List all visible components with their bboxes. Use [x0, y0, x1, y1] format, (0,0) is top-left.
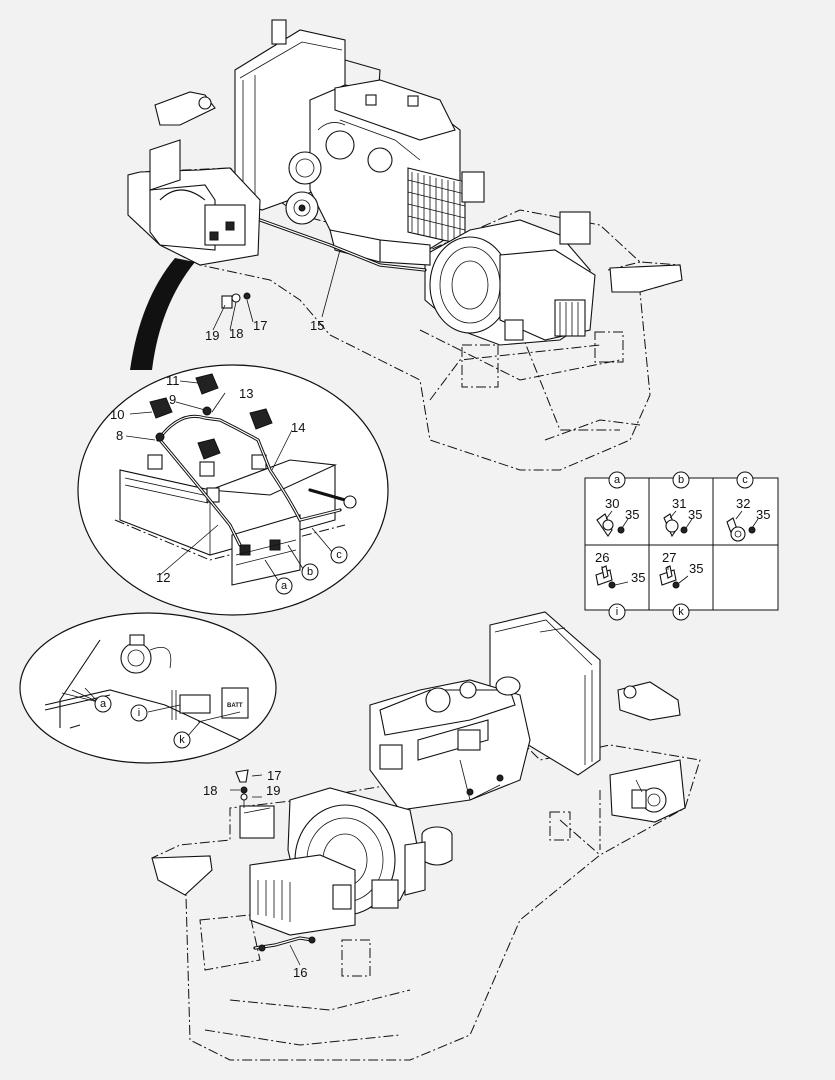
table-nut-a: 35 — [625, 507, 639, 522]
table-nut-k: 35 — [689, 561, 703, 576]
table-header-b: b — [678, 474, 684, 486]
table-part-31: 31 — [672, 496, 686, 511]
detail-letter-a2: a — [100, 698, 107, 710]
table-header-a: a — [614, 474, 621, 486]
callout-9: 9 — [169, 392, 176, 407]
table-part-26: 26 — [595, 550, 609, 565]
callout-19-bottom: 19 — [266, 783, 280, 798]
oil-cooler-grille — [407, 167, 466, 246]
detail-pointer — [130, 258, 195, 370]
table-part-30: 30 — [605, 496, 619, 511]
detail-letter-c1: c — [336, 549, 342, 561]
table-part-27: 27 — [662, 550, 676, 565]
clamp-cell-c: 32 35 — [726, 496, 770, 542]
callout-11: 11 — [166, 373, 180, 388]
table-nut-i: 35 — [631, 570, 645, 585]
callout-13: 13 — [239, 386, 253, 401]
batt-label: BATT — [227, 703, 243, 709]
clamp-cell-k: 27 35 — [659, 550, 703, 589]
table-footer-i: i — [616, 606, 618, 618]
detail-letter-i2: i — [138, 707, 140, 719]
lower-machine-assembly — [151, 611, 701, 1061]
table-nut-c: 35 — [756, 507, 770, 522]
callout-10: 10 — [110, 407, 124, 422]
callout-labels: 11 9 13 10 8 14 12 15 19 18 17 17 18 19 … — [110, 318, 324, 980]
callout-17-top: 17 — [253, 318, 267, 333]
callout-17-bottom: 17 — [267, 768, 281, 783]
detail-letter-a1: a — [281, 580, 288, 592]
table-part-32: 32 — [736, 496, 750, 511]
callout-12: 12 — [156, 570, 170, 585]
table-header-c: c — [742, 474, 748, 486]
callout-15: 15 — [310, 318, 324, 333]
table-footer-k: k — [678, 606, 684, 618]
upper-machine-assembly — [127, 19, 683, 471]
battery-detail-circle — [77, 364, 389, 616]
table-nut-b: 35 — [688, 507, 702, 522]
clamp-cell-a: 30 35 — [596, 496, 639, 537]
detail-letter-markers: a b c a i k — [94, 546, 348, 749]
callout-18-top: 18 — [229, 326, 243, 341]
callout-18-bottom: 18 — [203, 783, 217, 798]
callout-8: 8 — [116, 428, 123, 443]
clamp-cell-i: 26 35 — [595, 550, 645, 589]
clamp-detail-circle — [19, 612, 277, 764]
clamp-table: a b c i k 30 35 31 35 — [584, 471, 779, 621]
callout-16: 16 — [293, 965, 307, 980]
clamp-cell-b: 31 35 — [663, 496, 702, 538]
callout-19-top: 19 — [205, 328, 219, 343]
detail-letter-b1: b — [307, 566, 313, 578]
callout-14: 14 — [291, 420, 305, 435]
detail-letter-k2: k — [179, 734, 185, 746]
